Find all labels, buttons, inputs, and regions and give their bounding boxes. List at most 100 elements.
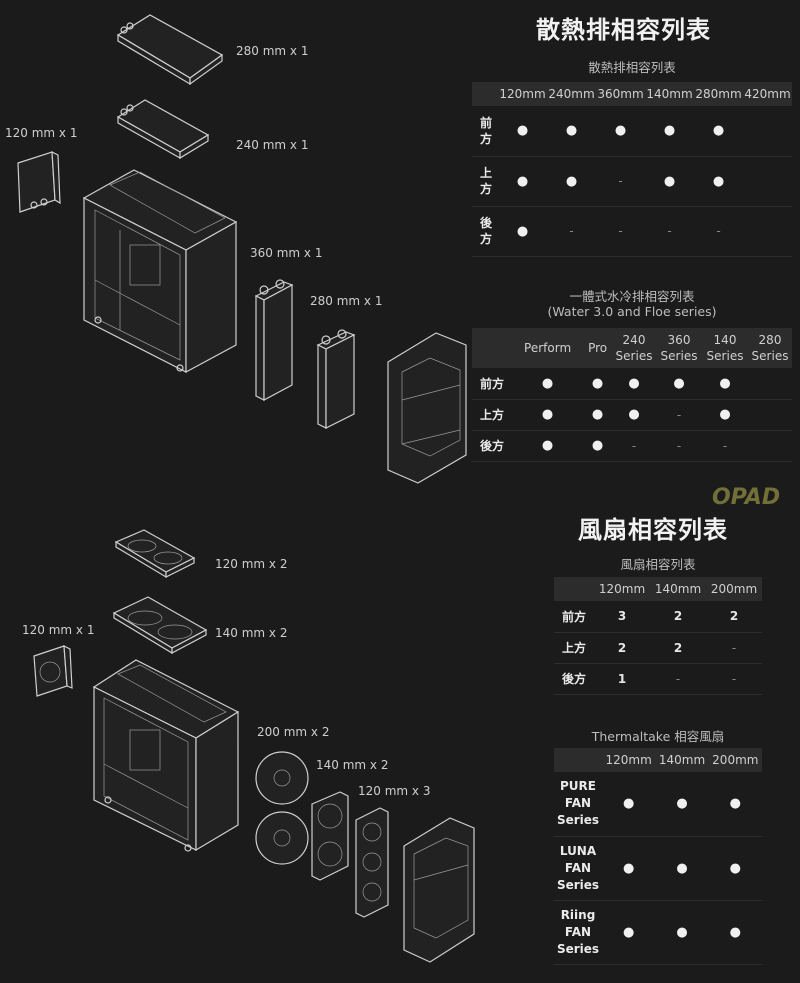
table-cell: ●	[583, 368, 612, 400]
row-header: PURE FAN Series	[554, 772, 602, 837]
table-cell: 2	[706, 601, 762, 633]
table-cell: ●	[612, 368, 656, 400]
table-cell: ●	[512, 430, 584, 462]
front-panel-bottom	[403, 817, 475, 963]
col-header: Perform	[512, 328, 584, 368]
table-cell: ●	[702, 399, 748, 431]
col-header: 140mm	[645, 82, 694, 106]
table-cell: ●	[596, 106, 645, 157]
row-header: 前方	[472, 368, 512, 400]
col-header: 280mm	[694, 82, 743, 106]
table-cell	[748, 399, 792, 431]
radiator-360	[254, 279, 294, 402]
table-cell: -	[694, 206, 743, 257]
col-header: 140mm	[655, 748, 709, 772]
tt-fan-table: 120mm 140mm 200mm PURE FAN Series ● ● ● …	[554, 748, 762, 965]
label-fan-120x3: 120 mm x 3	[358, 784, 431, 798]
col-header: 120mm	[498, 82, 547, 106]
fan-120x3-front	[355, 807, 389, 918]
label-radiator-280-front: 280 mm x 1	[310, 294, 383, 308]
table-cell: -	[656, 399, 702, 431]
table-row: 上方 ● ● - ● ●	[472, 156, 792, 207]
col-header: 360mm	[596, 82, 645, 106]
fan-120-rear	[33, 644, 73, 697]
col-header: 140 Series	[702, 328, 748, 368]
table-cell: 1	[594, 663, 650, 695]
label-radiator-280-top: 280 mm x 1	[236, 44, 309, 58]
table-row: 後方 ● ● - - -	[472, 430, 792, 462]
table-row: PURE FAN Series ● ● ●	[554, 772, 762, 837]
table-cell: 2	[650, 632, 706, 664]
col-header: 240 Series	[612, 328, 656, 368]
table-cell: ●	[708, 836, 762, 901]
table-cell: -	[645, 206, 694, 257]
table-cell: -	[596, 206, 645, 257]
table-cell: 2	[594, 632, 650, 664]
row-header: 後方	[472, 206, 498, 257]
table-cell: ●	[694, 156, 743, 207]
table-cell	[743, 106, 792, 157]
table-cell: ●	[512, 368, 584, 400]
row-header: Riing FAN Series	[554, 900, 602, 965]
table-cell	[743, 206, 792, 257]
radiator-illustration	[17, 14, 467, 484]
row-header: 前方	[554, 601, 594, 633]
label-radiator-360: 360 mm x 1	[250, 246, 323, 260]
fan-section-title: 風扇相容列表	[578, 516, 728, 544]
radiator-120	[17, 150, 61, 213]
label-radiator-240: 240 mm x 1	[236, 138, 309, 152]
table-row: 前方 ● ● ● ● ●	[472, 106, 792, 157]
label-fan-140x2-top: 140 mm x 2	[215, 626, 288, 640]
table-cell: ●	[602, 836, 656, 901]
table-cell: ●	[512, 399, 584, 431]
fan-200x2-front	[255, 751, 309, 865]
label-radiator-120: 120 mm x 1	[5, 126, 78, 140]
table-cell: ●	[602, 900, 656, 965]
table-cell: ●	[645, 106, 694, 157]
table-cell: ●	[655, 900, 709, 965]
aio-table: Perform Pro 240 Series 360 Series 140 Se…	[472, 328, 792, 462]
table-cell: ●	[708, 772, 762, 837]
col-header: 420mm	[743, 82, 792, 106]
table-cell: ●	[694, 106, 743, 157]
table-row: 後方 1 - -	[554, 663, 762, 695]
fan-120x2-top	[114, 529, 196, 579]
table-row: 上方 2 2 -	[554, 632, 762, 664]
table-cell: -	[706, 663, 762, 695]
fan-140x2-front	[311, 791, 349, 881]
table-row: LUNA FAN Series ● ● ●	[554, 836, 762, 901]
table-cell: -	[706, 632, 762, 664]
radiator-table-caption: 散熱排相容列表	[588, 60, 676, 75]
table-cell: -	[596, 156, 645, 207]
table-cell: ●	[612, 399, 656, 431]
col-header: 120mm	[594, 577, 650, 601]
table-cell: -	[702, 430, 748, 462]
row-header: LUNA FAN Series	[554, 836, 602, 901]
fan-table-caption: 風扇相容列表	[620, 557, 696, 572]
fan-140x2-top	[112, 596, 208, 655]
table-cell: ●	[547, 156, 596, 207]
table-cell: ●	[602, 772, 656, 837]
table-cell: 2	[650, 601, 706, 633]
label-fan-140x2-front: 140 mm x 2	[316, 758, 389, 772]
row-header: 上方	[554, 632, 594, 664]
table-cell: ●	[702, 368, 748, 400]
table-cell	[748, 430, 792, 462]
case-illustration-bottom	[92, 659, 240, 852]
table-cell: ●	[655, 836, 709, 901]
col-header: 240mm	[547, 82, 596, 106]
radiator-table: 120mm 240mm 360mm 140mm 280mm 420mm 前方 ●…	[472, 82, 792, 257]
col-header: 360 Series	[656, 328, 702, 368]
aio-table-caption: 一體式水冷排相容列表	[569, 289, 695, 304]
table-cell: -	[547, 206, 596, 257]
radiator-280-top	[116, 14, 224, 86]
radiator-section-title: 散熱排相容列表	[536, 16, 711, 44]
col-header: 120mm	[602, 748, 656, 772]
table-cell	[743, 156, 792, 207]
table-row: 前方 ● ● ● ● ●	[472, 368, 792, 400]
row-header: 上方	[472, 156, 498, 207]
table-row: 後方 ● - - - -	[472, 206, 792, 257]
table-row: 前方 3 2 2	[554, 601, 762, 633]
table-cell: ●	[498, 156, 547, 207]
row-header: 前方	[472, 106, 498, 157]
